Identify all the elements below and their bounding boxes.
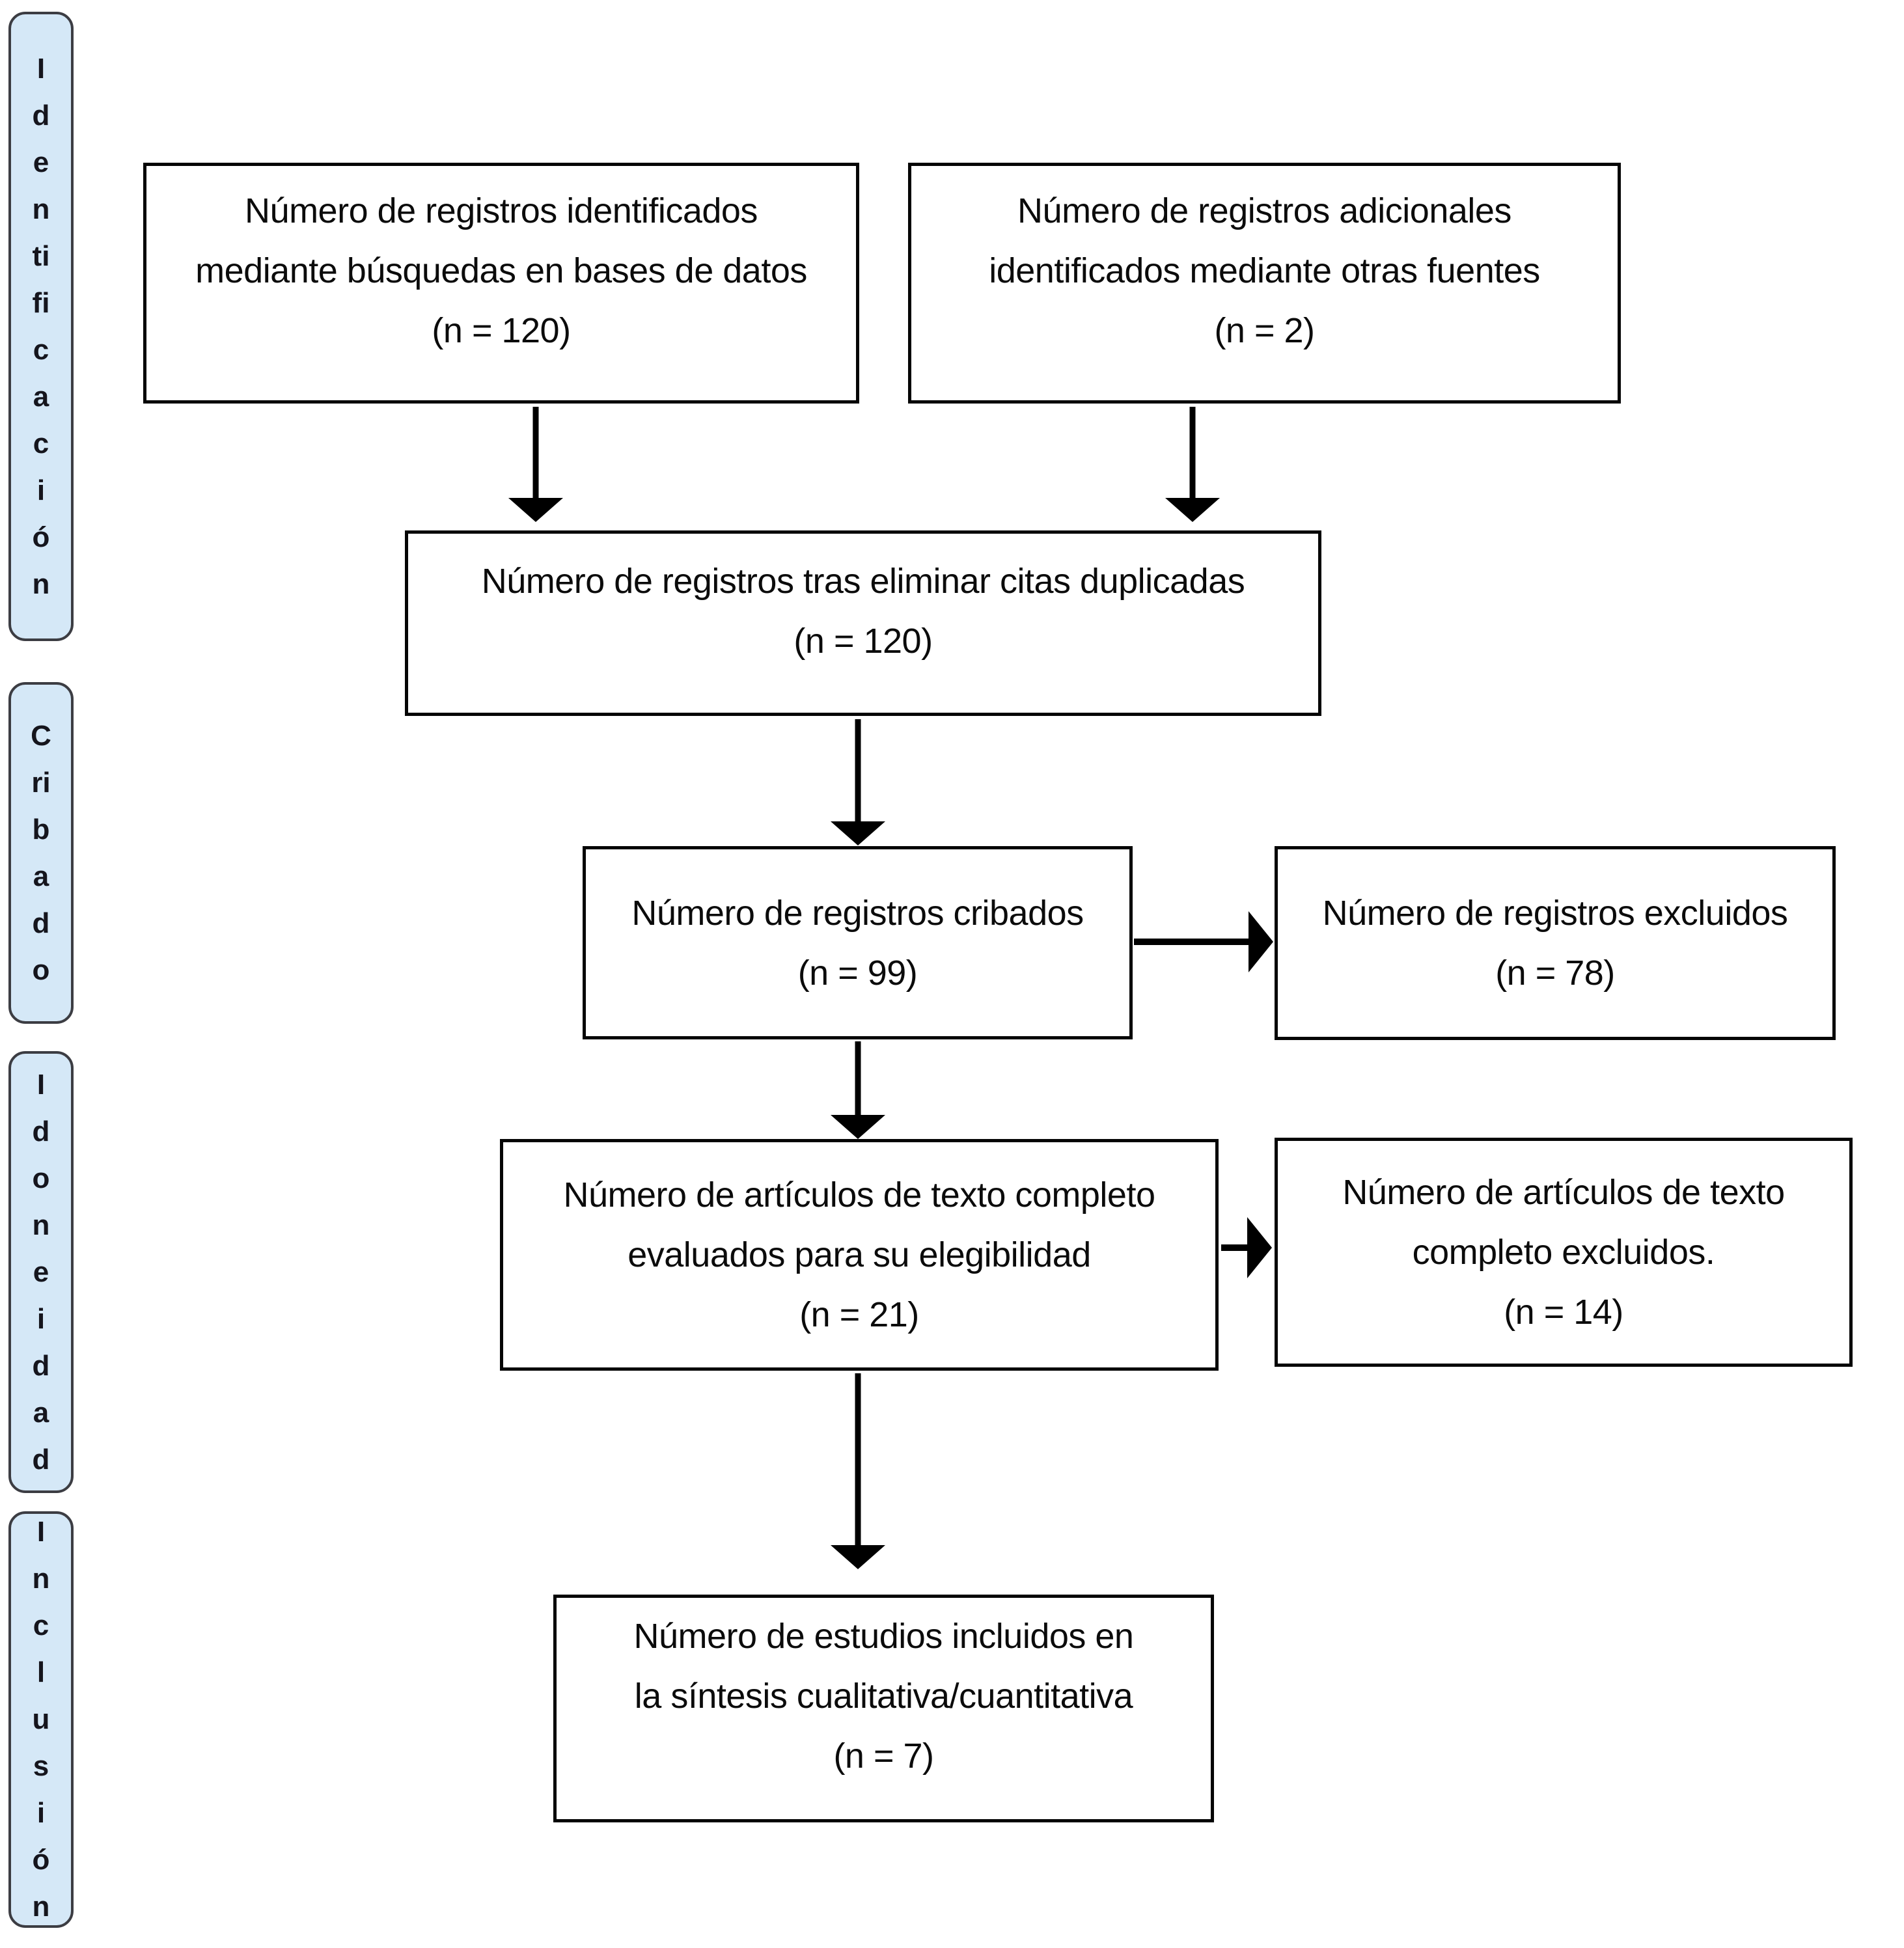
box-text-line: evaluados para su elegibilidad: [628, 1235, 1091, 1274]
arrow-stem: [855, 1041, 861, 1115]
box-text-line: Número de estudios incluidos en: [633, 1617, 1134, 1656]
box-records-after-deduplication: Número de registros tras eliminar citas …: [405, 530, 1321, 716]
arrow-fulltext-to-excluded: [1221, 1217, 1273, 1278]
box-text-line: Número de artículos de texto: [1342, 1173, 1785, 1212]
box-text-line: (n = 78): [1495, 953, 1615, 993]
arrowhead-right-icon: [1249, 911, 1273, 972]
stage-letters-identificacion: I d e n ti fi c a c i ó n: [32, 52, 50, 600]
box-fulltext-assessed: Número de artículos de texto completo ev…: [500, 1139, 1219, 1371]
stage-label-cribado: C ri b a d o: [8, 682, 74, 1024]
box-studies-included: Número de estudios incluidos en la sínte…: [553, 1595, 1214, 1822]
arrow-stem: [855, 719, 861, 821]
arrowhead-down-icon: [508, 498, 563, 522]
box-text-line: (n = 14): [1504, 1293, 1623, 1332]
stage-letters-inclusion: I n c l u s i ó n: [32, 1516, 50, 1923]
box-text-line: Número de registros identificados: [245, 191, 758, 230]
box-text-line: (n = 7): [833, 1736, 934, 1776]
box-text-line: completo excluidos.: [1412, 1233, 1715, 1272]
box-text-line: (n = 99): [797, 953, 918, 993]
box-records-screened: Número de registros cribados (n = 99): [583, 846, 1133, 1039]
stage-letters-cribado: C ri b a d o: [31, 719, 51, 986]
box-text-line: Número de artículos de texto completo: [563, 1175, 1155, 1214]
stage-letters-idoneidad: I d o n e i d a d: [32, 1068, 50, 1475]
box-text-line: (n = 2): [1214, 311, 1315, 350]
arrow-stem: [532, 407, 539, 498]
arrow-databases-to-dedup: [508, 407, 563, 523]
box-text-line: (n = 120): [432, 311, 571, 350]
stage-label-inclusion: I n c l u s i ó n: [8, 1511, 74, 1928]
arrow-stem: [1221, 1244, 1249, 1251]
box-records-identified-other-sources: Número de registros adicionales identifi…: [908, 163, 1621, 404]
box-text-line: (n = 21): [799, 1295, 919, 1334]
arrow-other-sources-to-dedup: [1165, 407, 1220, 523]
box-records-identified-databases: Número de registros identificados median…: [143, 163, 859, 404]
stage-label-idoneidad: I d o n e i d a d: [8, 1051, 74, 1493]
arrow-stem: [855, 1373, 861, 1545]
box-text-line: la síntesis cualitativa/cuantitativa: [634, 1677, 1133, 1716]
box-text-line: identificados mediante otras fuentes: [989, 251, 1540, 290]
box-text-line: Número de registros tras eliminar citas …: [481, 561, 1245, 601]
box-text-line: Número de registros excluidos: [1322, 894, 1788, 933]
arrow-stem: [1189, 407, 1196, 498]
stage-label-identificacion: I d e n ti fi c a c i ó n: [8, 12, 74, 641]
arrowhead-right-icon: [1247, 1217, 1272, 1278]
box-records-excluded: Número de registros excluidos (n = 78): [1275, 846, 1836, 1040]
arrowhead-down-icon: [1165, 498, 1220, 522]
arrow-dedup-to-screened: [831, 719, 885, 846]
box-text-line: Número de registros adicionales: [1017, 191, 1511, 230]
box-fulltext-excluded: Número de artículos de texto completo ex…: [1275, 1138, 1853, 1367]
arrowhead-down-icon: [831, 1115, 885, 1139]
arrowhead-down-icon: [831, 821, 885, 845]
box-text-line: Número de registros cribados: [631, 893, 1084, 933]
arrow-screened-to-fulltext: [831, 1041, 885, 1139]
arrow-screened-to-excluded: [1134, 911, 1273, 972]
box-text-line: mediante búsquedas en bases de datos: [195, 251, 807, 290]
box-text-line: (n = 120): [793, 621, 933, 661]
arrow-stem: [1134, 939, 1251, 945]
arrow-fulltext-to-included: [831, 1373, 885, 1570]
arrowhead-down-icon: [831, 1545, 885, 1569]
